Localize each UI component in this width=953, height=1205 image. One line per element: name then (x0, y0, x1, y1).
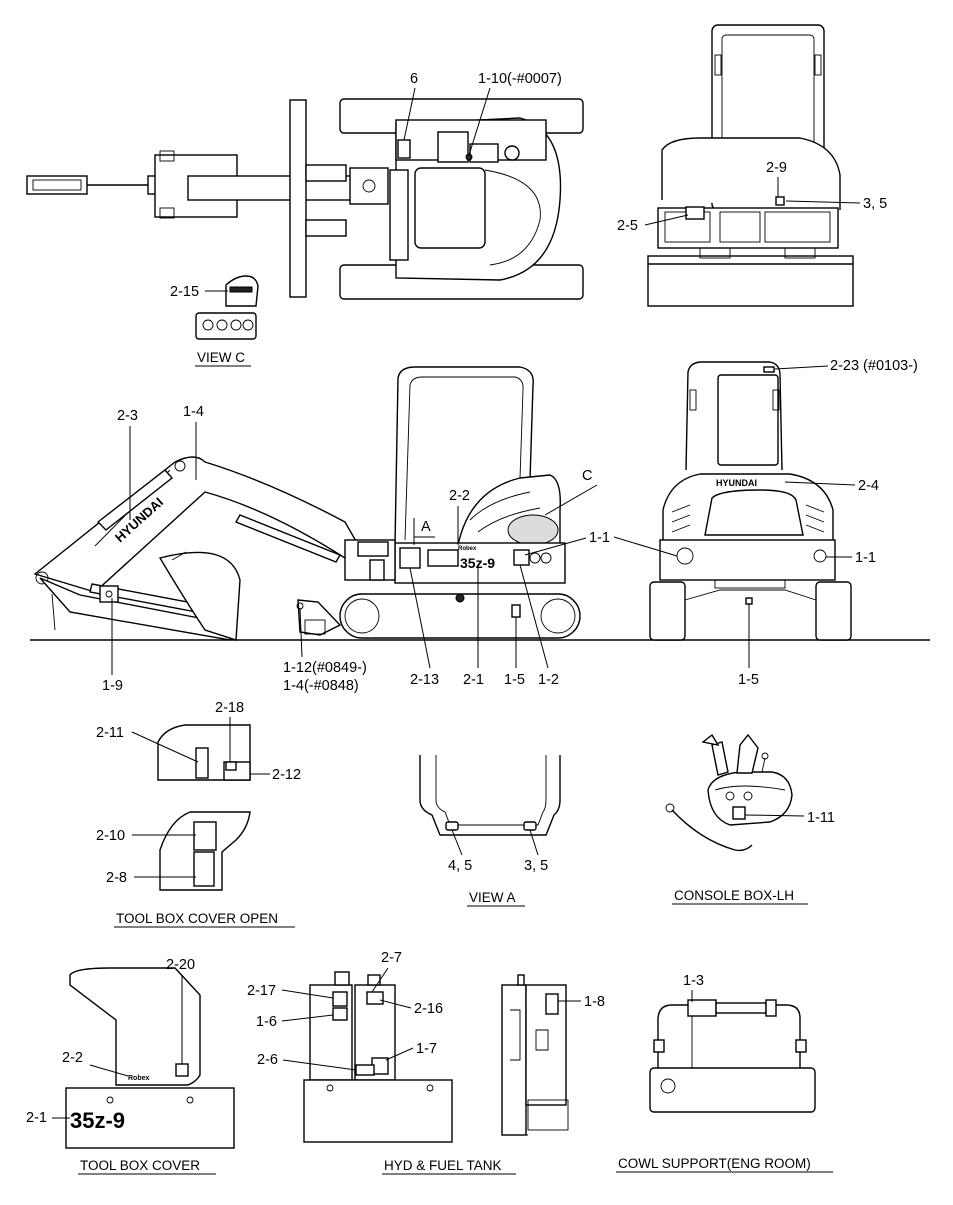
tool-box-cover-open-drawing (157, 724, 251, 891)
callout-side-2-1: 2-1 (463, 672, 484, 688)
side-view-machine (33, 366, 581, 641)
small-logo-side: Robex (458, 546, 477, 552)
callout-va-4-5: 4, 5 (448, 858, 472, 874)
cowl-support-drawing (649, 999, 816, 1113)
callout-ht-2-17: 2-17 (247, 983, 276, 999)
callout-tbc-2-1: 2-1 (26, 1110, 47, 1126)
callout-ht-1-7: 1-7 (416, 1041, 437, 1057)
caption-tool-box-cover-open: TOOL BOX COVER OPEN (116, 911, 278, 926)
callout-side-C: C (582, 468, 592, 484)
callout-va-3-5: 3, 5 (524, 858, 548, 874)
callout-side-1-1: 1-1 (589, 530, 610, 546)
callout-cb-1-11: 1-11 (807, 810, 835, 826)
callout-rear-1-1: 1-1 (855, 550, 876, 566)
callout-side-A: A (421, 519, 431, 535)
callout-side-2-3: 2-3 (117, 408, 138, 424)
callout-ht-1-6: 1-6 (256, 1014, 277, 1030)
callout-side-1-5: 1-5 (504, 672, 525, 688)
callout-top-2-5: 2-5 (617, 218, 638, 234)
caption-hyd-fuel-tank: HYD & FUEL TANK (384, 1158, 502, 1173)
rear-brand-decal: HYUNDAI (716, 478, 757, 488)
top-view-machine (26, 98, 584, 300)
callout-cs-1-3: 1-3 (683, 973, 704, 989)
rear-view-machine (649, 361, 852, 641)
caption-tool-box-cover: TOOL BOX COVER (80, 1158, 200, 1173)
callout-side-2-23: 2-23 (#0103-) (830, 358, 918, 374)
caption-view-c: VIEW C (197, 350, 245, 365)
model-decal-tbc: 35z-9 (70, 1108, 125, 1133)
view-a-drawing (419, 755, 561, 836)
callout-top-6: 6 (410, 71, 418, 87)
callout-tb-2-10: 2-10 (96, 828, 125, 844)
callout-side-1-4: 1-4 (183, 404, 204, 420)
callout-side-2-13: 2-13 (410, 672, 439, 688)
callout-tb-2-12: 2-12 (272, 767, 301, 783)
callout-tb-2-18: 2-18 (215, 700, 244, 716)
callout-side-1-9: 1-9 (102, 678, 123, 694)
small-logo-tbc: Robex (128, 1075, 150, 1082)
callout-rear-1-5: 1-5 (738, 672, 759, 688)
callout-top-2-9: 2-9 (766, 160, 787, 176)
hyd-fuel-tank-drawing (303, 971, 569, 1143)
callout-viewc-2-15: 2-15 (170, 284, 199, 300)
callout-ht-2-7: 2-7 (381, 950, 402, 966)
caption-cowl-support: COWL SUPPORT(ENG ROOM) (618, 1156, 811, 1171)
callout-tbc-2-2: 2-2 (62, 1050, 83, 1066)
caption-view-a: VIEW A (469, 890, 516, 905)
view-c-drawing (195, 275, 259, 340)
console-box-lh-drawing (665, 733, 793, 852)
callout-tbc-2-20: 2-20 (166, 957, 195, 973)
model-decal-side: 35z-9 (460, 555, 495, 571)
callout-top-3-5: 3, 5 (863, 196, 887, 212)
tool-box-cover-drawing (65, 967, 235, 1149)
callout-ht-2-6: 2-6 (257, 1052, 278, 1068)
front-view-cab (647, 24, 854, 307)
callout-tb-2-11: 2-11 (96, 725, 124, 741)
callout-rear-2-4: 2-4 (858, 478, 879, 494)
callout-tb-2-8: 2-8 (106, 870, 127, 886)
callout-side-2-2: 2-2 (449, 488, 470, 504)
callout-side-1-12: 1-12(#0849-) (283, 660, 367, 676)
callout-top-1-10: 1-10(-#0007) (478, 71, 562, 87)
callout-side-1-4b: 1-4(-#0848) (283, 678, 359, 694)
callout-ht-1-8: 1-8 (584, 994, 605, 1010)
callout-ht-2-16: 2-16 (414, 1001, 443, 1017)
caption-console-box-lh: CONSOLE BOX-LH (674, 888, 794, 903)
callout-side-1-2: 1-2 (538, 672, 559, 688)
